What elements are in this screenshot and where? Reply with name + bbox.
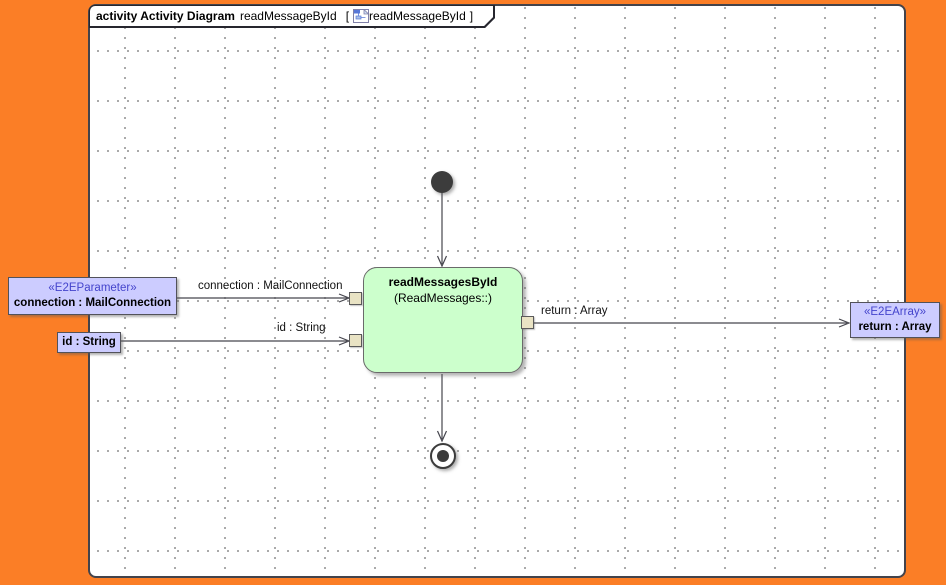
diagram-frame-tab[interactable]: activity Activity Diagram readMessageByI…	[89, 5, 495, 28]
object-node-id[interactable]: id : String	[57, 332, 121, 353]
input-pin-connection[interactable]	[349, 292, 362, 305]
object-node-name: connection : MailConnection	[13, 297, 172, 309]
object-node-return[interactable]: «E2EArray» return : Array	[850, 302, 940, 338]
object-node-connection[interactable]: «E2EParameter» connection : MailConnecti…	[8, 277, 177, 315]
final-node-dot	[437, 450, 449, 462]
diagram-name: readMessageById	[239, 9, 337, 23]
stereotype-label: «E2EArray»	[863, 306, 926, 318]
activity-final-node[interactable]	[430, 443, 456, 469]
open-bracket: [	[345, 9, 350, 23]
output-pin-return[interactable]	[521, 316, 534, 329]
edge-label-return[interactable]: return : Array	[541, 305, 608, 317]
stereotype-label: «E2EParameter»	[48, 282, 137, 294]
action-name: readMessagesById	[388, 275, 498, 289]
edge-label-connection[interactable]: connection : MailConnection	[198, 280, 343, 292]
action-node-readMessagesById[interactable]: readMessagesById (ReadMessages::)	[363, 267, 523, 373]
object-node-name: return : Array	[858, 321, 932, 333]
object-node-name: id : String	[62, 336, 116, 348]
activity-diagram-icon	[353, 9, 369, 23]
diagram-kind-label: activity Activity Diagram	[96, 9, 235, 23]
close-bracket: ]	[469, 9, 474, 23]
initial-node[interactable]	[431, 171, 453, 193]
edge-label-id[interactable]: id : String	[277, 322, 326, 334]
action-qualifier: (ReadMessages::)	[393, 291, 493, 305]
diagram-frame-tab-content: activity Activity Diagram readMessageByI…	[90, 6, 493, 26]
diagram-context-name: readMessageById	[369, 9, 466, 23]
input-pin-id[interactable]	[349, 334, 362, 347]
